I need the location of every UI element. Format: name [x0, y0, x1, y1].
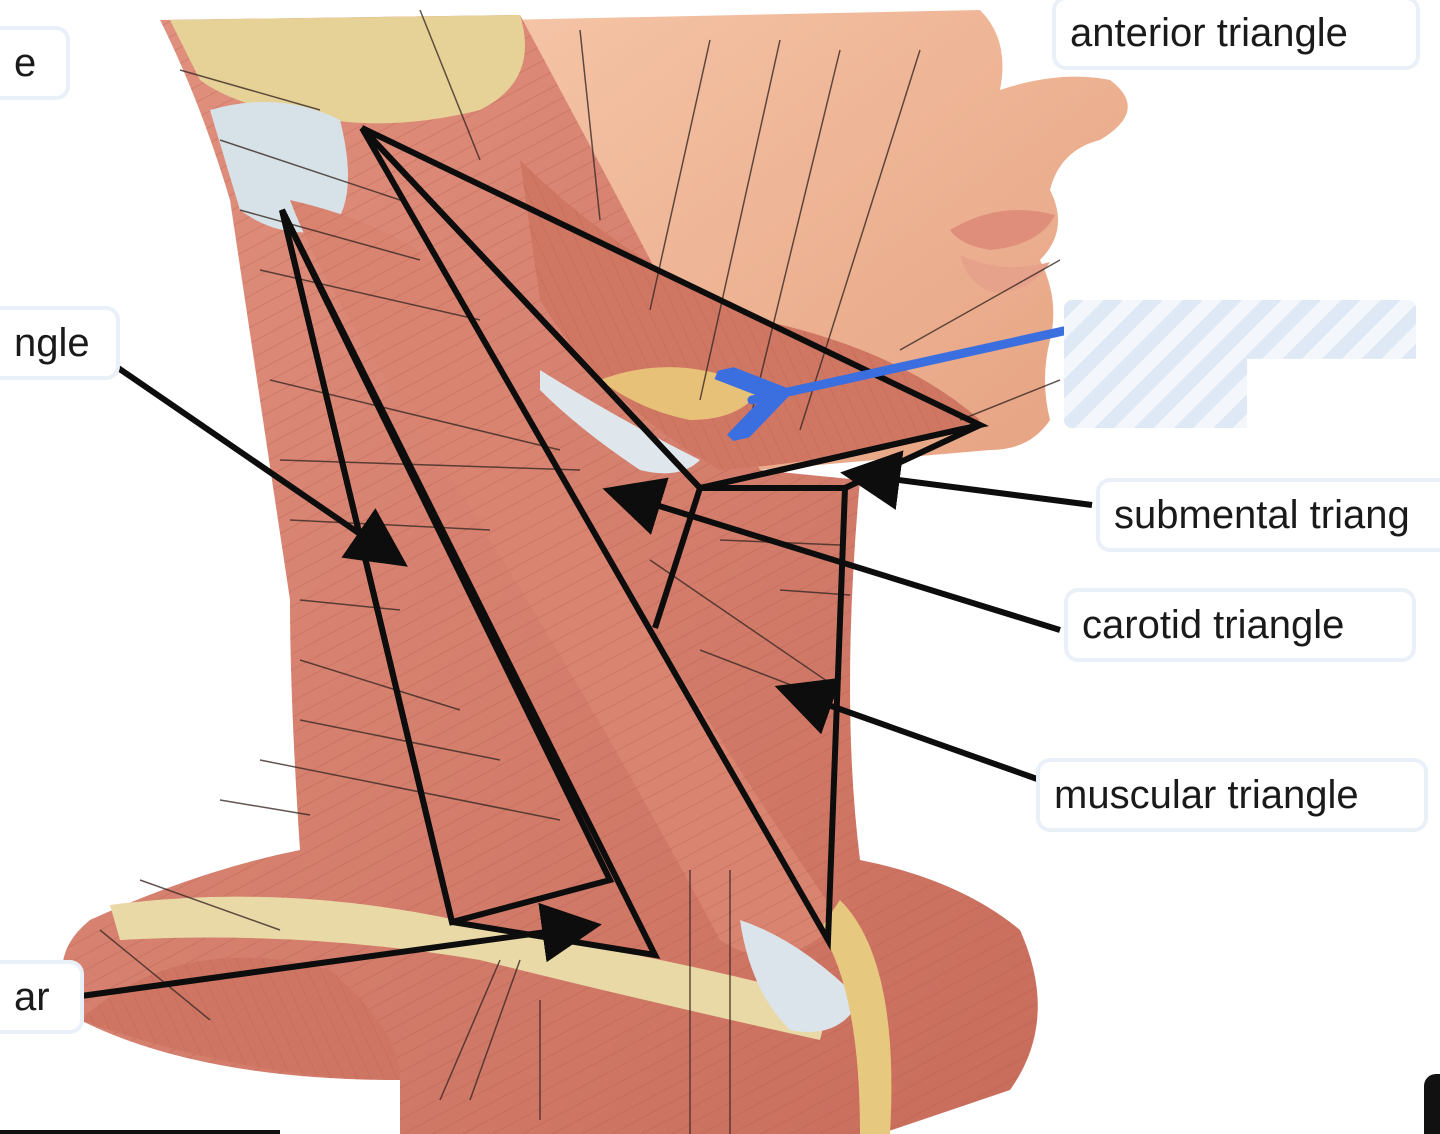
- clavicle-tendon: [740, 920, 860, 1032]
- mastoid-tendon: [210, 102, 348, 233]
- corner-edge: [1424, 1074, 1440, 1134]
- arrow-to-carotid-triangle: [602, 477, 1061, 633]
- label-submental-triangle: submental triang: [1100, 482, 1440, 548]
- label-carotid-triangle: carotid triangle: [1068, 592, 1412, 658]
- arrow-to-muscular-triangle: [774, 677, 1042, 783]
- blue-arrow: [752, 325, 1073, 400]
- label-left-middle-partial: ngle: [0, 310, 116, 376]
- arrow-to-supraclavicular: [51, 902, 602, 1003]
- arrow-to-submental-triangle: [840, 450, 1093, 510]
- pointer-arrows: [51, 347, 1093, 1003]
- clavicle: [110, 896, 830, 1040]
- label-top-left-partial: e: [0, 30, 66, 96]
- lips: [950, 210, 1055, 250]
- arrow-to-posterior-triangle: [90, 347, 408, 567]
- leader-lines: [99, 9, 1061, 1134]
- bottom-rule: [0, 1130, 280, 1134]
- label-bottom-left-partial: ar: [0, 964, 80, 1030]
- label-anterior-triangle: anterior triangle: [1056, 0, 1416, 66]
- sternal-notch: [820, 900, 892, 1134]
- lower-lip: [960, 255, 1050, 293]
- label-muscular-triangle: muscular triangle: [1040, 762, 1424, 828]
- skull-base: [170, 15, 525, 124]
